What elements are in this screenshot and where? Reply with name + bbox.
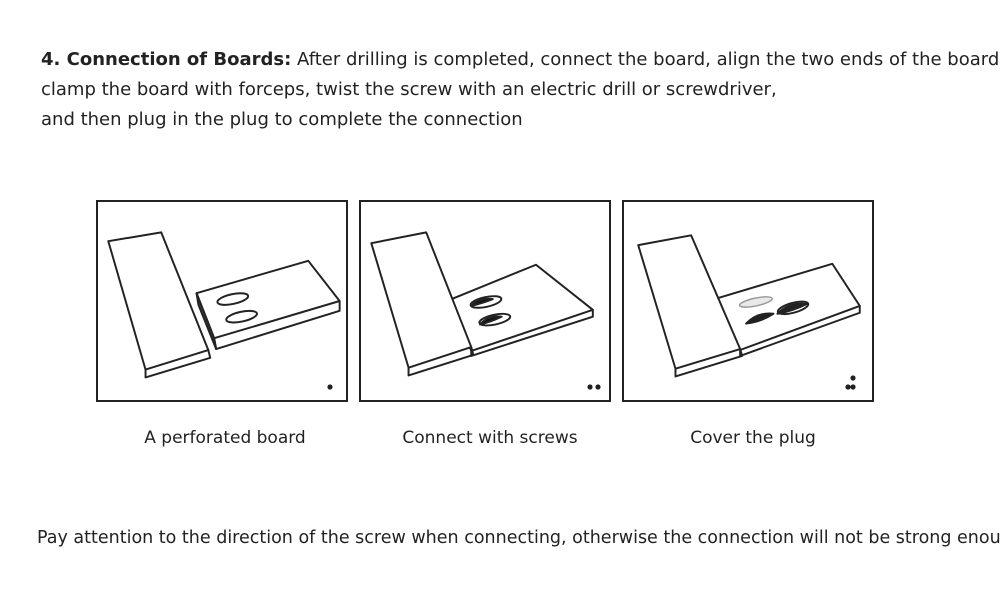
connect-screws-illustration [370,231,594,377]
step-panel-perforated-board [96,200,348,402]
intro-line-2: clamp the board with forceps, twist the … [41,79,777,100]
caution-note: Pay attention to the direction of the sc… [37,528,1000,548]
intro-line-1: 4. Connection of Boards: After drilling … [41,45,1000,75]
intro-line-1-text: After drilling is completed, connect the… [291,49,1000,70]
intro-line-3: and then plug in the plug to complete th… [41,109,523,130]
perforated-board-illustration [107,231,341,379]
caption-cover-plug: Cover the plug [690,428,816,448]
section-heading: 4. Connection of Boards: [41,49,292,70]
cover-plug-illustration [637,234,861,378]
caption-perforated-board: A perforated board [144,428,306,448]
caption-connect-screws: Connect with screws [402,428,578,448]
intro-paragraph: 4. Connection of Boards: After drilling … [41,45,1000,135]
step-panel-connect-screws [359,200,611,402]
step-panels [96,200,896,406]
step-panel-cover-plug [622,200,874,402]
